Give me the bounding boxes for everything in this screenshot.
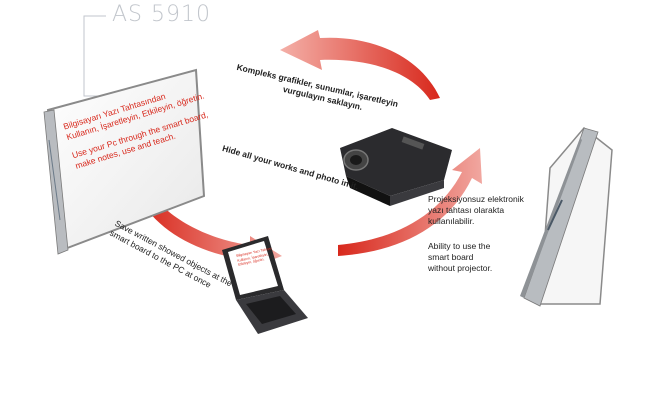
caption-line: without projector. (428, 263, 493, 273)
caption-line: yazı tahtası olarakta (428, 205, 505, 215)
caption-line: smart board (428, 252, 474, 262)
caption-line: Projeksiyonsuz elektronik (428, 194, 524, 204)
projector (340, 128, 452, 206)
model-leader-line (83, 15, 106, 97)
arrow-right (338, 148, 482, 256)
smart-board-left (43, 68, 206, 255)
laptop (222, 236, 308, 334)
model-label: AS 5910 (112, 2, 211, 27)
caption-line: kullanılabilir. (428, 216, 475, 226)
caption-projectorless-tr: Projeksiyonsuz elektronik yazı tahtası o… (428, 194, 524, 227)
smart-board-right (520, 126, 613, 307)
arrow-top (280, 30, 440, 100)
caption-projectorless-en: Ability to use the smart board without p… (428, 241, 492, 274)
caption-line: Ability to use the (428, 241, 491, 251)
